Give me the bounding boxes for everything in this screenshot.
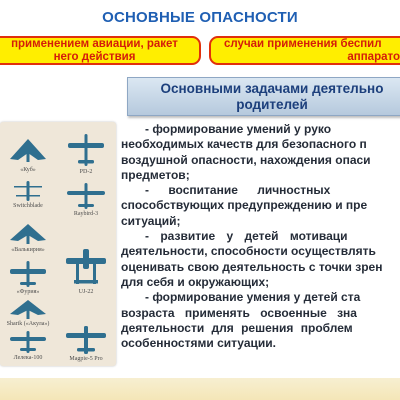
tasks-line: - формирование умений у руко [145, 122, 332, 136]
drone-caption: Лелека-100 [13, 355, 43, 361]
drone-item: Magpie-5 Pro [64, 325, 108, 362]
banner-line: него действия [53, 51, 136, 63]
loitering-munition-icon [14, 181, 42, 201]
fixed-wing-drone-icon [68, 134, 104, 166]
drone-caption: UJ-22 [78, 289, 94, 295]
flying-wing-icon [10, 300, 46, 319]
tasks-line: - формирование умения у детей ста [145, 290, 361, 305]
fixed-wing-drone-icon [10, 261, 46, 287]
drone-illustration-card: «Куб» PD-2 Switchblade Raybird-3 «Вал [0, 122, 116, 366]
tasks-header-line: родителей [236, 97, 308, 112]
drone-item: Лелека-100 [6, 330, 50, 361]
tasks-header: Основными задачами деятельно родителей [127, 77, 400, 116]
drone-caption: Switchblade [13, 203, 43, 209]
fixed-wing-drone-icon [10, 331, 46, 353]
page-title: ОСНОВНЫЕ ОПАСНОСТИ [102, 9, 298, 26]
drone-item: UJ-22 [64, 246, 108, 295]
tasks-line: предметов; [121, 167, 190, 182]
tasks-line: особенностями ситуации. [121, 336, 276, 351]
banner-aviation-missiles: применением авиации, ракет него действия [0, 36, 201, 65]
tasks-line: ситуаций; [121, 213, 181, 228]
drone-caption: «Куб» [20, 167, 36, 173]
tasks-list: - формирование умений у руко необходимых… [121, 122, 400, 351]
tasks-line: - развитие у детей мотиваци [145, 229, 348, 244]
tasks-line: для себя и окружающих; [121, 274, 270, 289]
drone-item: «Куб» [6, 136, 50, 173]
tasks-line: деятельности, способности осуществлять [121, 244, 376, 259]
drone-item: Sharik («Акула») [6, 298, 50, 327]
drone-item: Raybird-3 [64, 182, 108, 217]
drone-caption: PD-2 [79, 169, 93, 175]
fixed-wing-drone-icon [67, 183, 105, 209]
footer-bar [0, 378, 400, 400]
twin-boom-drone-icon [66, 249, 106, 284]
banner-line: аппарато [347, 51, 400, 63]
tasks-line: - воспитание личностных [145, 183, 331, 198]
drone-item: «Валькирия» [6, 222, 50, 253]
drone-item: «Фурия» [6, 260, 50, 295]
drone-caption: Sharik («Акула») [6, 321, 50, 327]
tasks-line: необходимых качеств для безопасного п [121, 137, 367, 152]
tasks-line: способствующих предупреждению и пре [121, 198, 368, 213]
tasks-line: воздушной опасности, нахождения опаси [121, 152, 371, 167]
tasks-header-line: Основными задачами деятельно [160, 81, 384, 96]
flying-wing-icon [10, 139, 46, 162]
drone-caption: Raybird-3 [73, 211, 99, 217]
drone-caption: «Валькирия» [11, 247, 45, 253]
banner-drones: случаи применения беспил аппарато [209, 36, 400, 65]
flying-wing-icon [10, 224, 46, 244]
banner-line: применением авиации, ракет [11, 38, 178, 50]
drone-caption: «Фурия» [16, 289, 40, 295]
drone-item: Switchblade [6, 180, 50, 209]
drone-caption: Magpie-5 Pro [69, 356, 103, 362]
fixed-wing-drone-icon [66, 326, 106, 354]
tasks-line: оценивать свою деятельность с точки зрен [121, 259, 383, 274]
banner-line: случаи применения беспил [224, 38, 382, 50]
tasks-line: деятельности для решения проблем [121, 320, 353, 335]
drone-item: PD-2 [64, 132, 108, 175]
tasks-line: возраста применять освоенные зна [121, 305, 357, 320]
